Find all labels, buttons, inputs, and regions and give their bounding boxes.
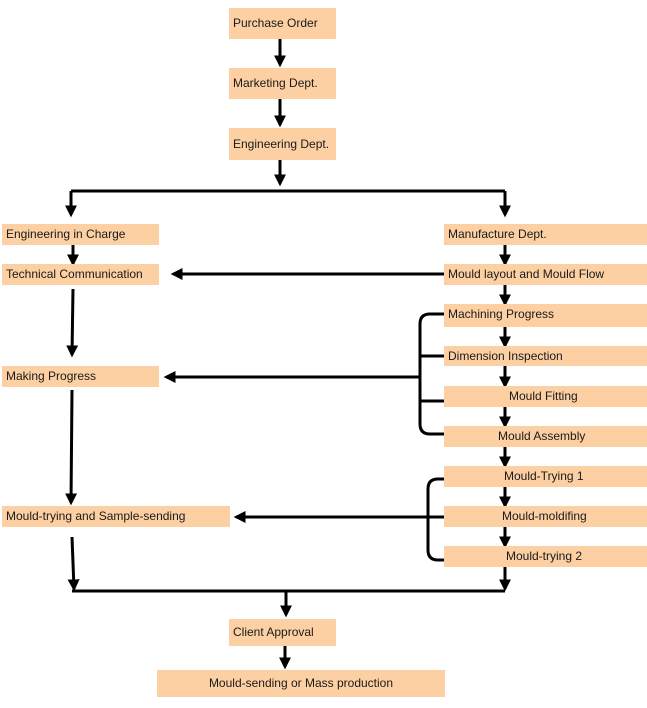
mould-trying-1-node: Mould-Trying 1 [444, 466, 647, 487]
engineering-in-charge-node: Engineering in Charge [2, 224, 159, 245]
mould-fitting-node: Mould Fitting [444, 386, 647, 407]
mould-layout-flow-node: Mould layout and Mould Flow [444, 264, 647, 285]
arrow-making-to-mouldtrying [65, 389, 78, 506]
manufacture-dept-node: Manufacture Dept. [444, 224, 647, 245]
mould-assembly-node: Mould Assembly [444, 426, 647, 447]
machining-progress-node: Machining Progress [444, 304, 647, 327]
bracket-manufacturing [418, 312, 445, 436]
mould-trying-sample-sending-node: Mould-trying and Sample-sending [2, 506, 230, 527]
mould-trying-2-node: Mould-trying 2 [444, 546, 647, 567]
technical-communication-node: Technical Communication [2, 264, 159, 285]
engineering-dept-node: Engineering Dept. [229, 128, 336, 160]
making-progress-node: Making Progress [2, 366, 159, 387]
bracket-trying [426, 477, 445, 562]
mould-sending-mass-production-node: Mould-sending or Mass production [157, 670, 445, 697]
client-approval-node: Client Approval [229, 619, 336, 646]
purchase-order-node: Purchase Order [229, 8, 336, 39]
mould-moldifing-node: Mould-moldifing [444, 506, 647, 527]
marketing-dept-node: Marketing Dept. [229, 68, 336, 99]
arrow-mouldtrying-down [67, 536, 80, 592]
dimension-inspection-node: Dimension Inspection [444, 346, 647, 366]
arrow-tech-to-making [66, 288, 79, 358]
